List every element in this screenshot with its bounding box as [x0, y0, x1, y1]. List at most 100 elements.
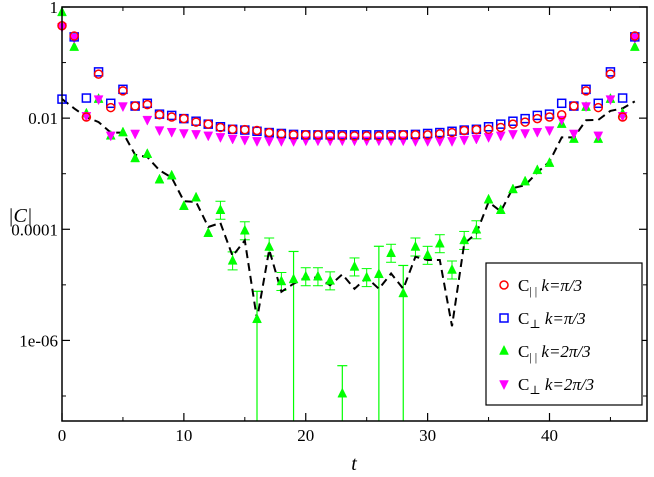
data-point — [69, 31, 79, 41]
data-point — [508, 116, 518, 126]
legend-box — [485, 262, 643, 406]
data-point — [459, 234, 470, 245]
data-point — [227, 124, 238, 135]
data-point — [130, 129, 141, 140]
data-point — [630, 31, 640, 41]
data-point — [276, 275, 287, 286]
legend-entry: C| | k=2π/3 — [518, 342, 591, 364]
legend-entry: C⊥ k=π/3 — [518, 309, 586, 331]
data-point — [252, 125, 262, 136]
data-point — [179, 113, 189, 124]
y-axis-label: |C| — [8, 205, 32, 227]
data-point — [544, 112, 555, 122]
data-point — [398, 130, 408, 140]
x-tick-label: 10 — [175, 426, 192, 445]
data-point — [252, 137, 262, 147]
data-point — [203, 227, 214, 237]
data-point — [142, 99, 153, 110]
data-point — [191, 117, 201, 127]
data-point — [520, 117, 530, 127]
legend-marker — [499, 280, 509, 290]
data-point — [178, 200, 189, 210]
data-point — [178, 129, 189, 140]
data-point — [605, 95, 616, 106]
legend-marker — [499, 380, 509, 391]
data-point — [203, 119, 213, 129]
data-point — [386, 131, 396, 141]
data-point — [435, 129, 445, 139]
data-point — [300, 270, 311, 281]
data-point — [508, 183, 518, 194]
data-point — [361, 131, 372, 141]
data-point — [568, 129, 579, 140]
data-point — [349, 260, 360, 271]
data-point — [544, 109, 555, 119]
data-point — [239, 135, 250, 146]
data-point — [325, 131, 335, 141]
data-point — [496, 122, 506, 133]
data-point — [483, 193, 494, 204]
x-tick-label: 20 — [297, 426, 314, 445]
plot-frame — [61, 6, 648, 422]
data-point — [593, 131, 604, 142]
y-tick-label: 0.01 — [28, 109, 58, 128]
data-point — [105, 131, 116, 142]
data-point — [410, 137, 421, 147]
data-point — [447, 137, 457, 147]
data-point — [593, 98, 603, 109]
data-point — [154, 110, 165, 120]
data-point — [264, 240, 275, 251]
data-point — [593, 102, 603, 113]
data-point — [447, 127, 457, 138]
data-point — [69, 41, 80, 51]
data-point — [532, 113, 543, 124]
data-point — [398, 287, 409, 298]
data-point — [118, 86, 128, 96]
data-point — [154, 126, 165, 137]
data-point — [544, 126, 555, 137]
data-point — [459, 135, 470, 146]
y-tick-label: 1e-06 — [19, 331, 58, 350]
legend-marker — [499, 313, 509, 323]
x-tick-label: 0 — [58, 426, 67, 445]
data-point — [142, 115, 153, 126]
data-point — [374, 131, 384, 141]
data-point — [313, 270, 323, 281]
data-point — [434, 237, 445, 248]
data-point — [81, 112, 92, 122]
data-point — [629, 41, 640, 51]
x-axis-label: t — [351, 453, 357, 475]
data-point — [166, 127, 177, 138]
data-point — [532, 127, 543, 138]
data-point — [81, 93, 92, 103]
data-point — [556, 110, 567, 120]
data-point — [471, 134, 482, 145]
data-point — [191, 130, 201, 140]
data-point — [215, 122, 226, 133]
legend-marker — [499, 344, 509, 355]
y-tick-label: 1 — [50, 0, 59, 17]
data-point — [313, 130, 323, 140]
data-point — [422, 130, 433, 140]
data-point — [520, 129, 531, 140]
data-point — [106, 98, 116, 109]
data-point — [166, 112, 177, 122]
data-point — [617, 93, 628, 103]
data-point — [544, 157, 555, 167]
data-point — [508, 119, 518, 129]
data-point — [434, 137, 445, 147]
data-point — [337, 131, 348, 141]
data-point — [215, 133, 226, 143]
data-point — [106, 102, 116, 113]
data-point — [373, 268, 384, 279]
data-point — [288, 273, 299, 284]
legend-entry: C| | k=π/3 — [518, 276, 582, 298]
data-point — [227, 254, 238, 265]
data-point — [581, 102, 591, 113]
data-point — [556, 98, 567, 109]
data-point — [252, 313, 262, 324]
data-point — [130, 101, 140, 111]
data-point — [264, 137, 275, 147]
data-point — [532, 164, 543, 175]
